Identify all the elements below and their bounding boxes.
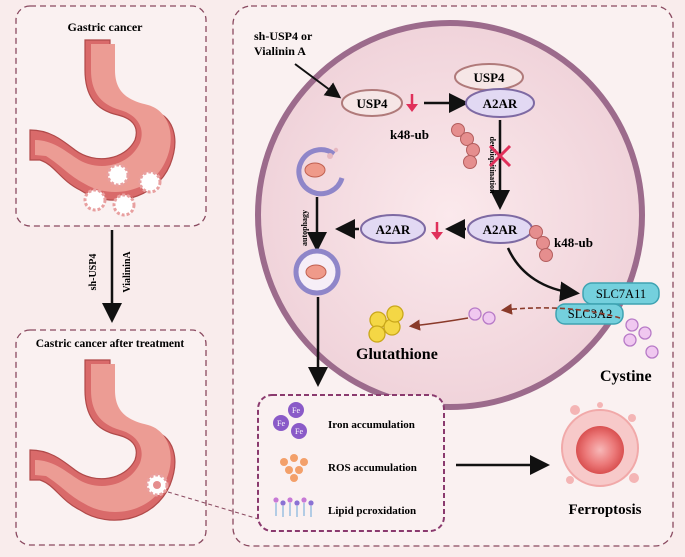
iron-icon: Fe Fe Fe bbox=[273, 402, 307, 439]
svg-text:Fe: Fe bbox=[292, 406, 300, 415]
ferroptotic-cell-icon bbox=[561, 402, 639, 487]
autophagy-label: autophagy bbox=[300, 210, 309, 246]
tumor-cell-icon bbox=[106, 163, 130, 187]
ferroptosis-label: Ferroptosis bbox=[568, 502, 641, 518]
decrease-arrow-icon bbox=[406, 94, 418, 112]
slc7a11-box bbox=[582, 282, 660, 305]
tumor-cell-icon bbox=[138, 170, 162, 194]
blocked-x-icon bbox=[488, 144, 512, 168]
a2ar-left-label: A2AR bbox=[376, 222, 411, 237]
a2ar-bound-oval bbox=[465, 88, 535, 118]
lipid-label: Lipid pcroxidation bbox=[328, 505, 416, 517]
k48-ub-chain-upper bbox=[451, 123, 480, 169]
k48-ub-chain-lower bbox=[529, 225, 553, 262]
ros-label: ROS accumulation bbox=[328, 462, 417, 474]
zoom-line bbox=[167, 491, 263, 521]
k48-lower-label: k48-ub bbox=[554, 235, 593, 250]
input-line2: Vialinin A bbox=[254, 44, 306, 58]
a2ar-bound-label: A2AR bbox=[483, 96, 518, 111]
glutathione-molecules bbox=[368, 305, 404, 343]
slc7a11-label: SLC7A11 bbox=[596, 287, 646, 301]
usp4-main-oval bbox=[341, 89, 403, 117]
usp4-bound-label: USP4 bbox=[473, 70, 505, 85]
cystine-import-path bbox=[500, 303, 621, 319]
treatment-label-2: VialininA bbox=[122, 251, 133, 293]
svg-text:Fe: Fe bbox=[277, 419, 285, 428]
a2ar-left-oval bbox=[360, 214, 426, 244]
cell-membrane bbox=[255, 20, 645, 410]
decrease-arrow-icon-2 bbox=[431, 222, 443, 240]
a2ar-to-transporter-arrow bbox=[506, 247, 580, 302]
tumor-cell-icon bbox=[112, 193, 136, 217]
glutathione-label: Glutathione bbox=[356, 346, 438, 363]
autophagosome-icon bbox=[293, 248, 341, 296]
svg-text:Fe: Fe bbox=[295, 427, 303, 436]
stomach-bottom-illustration bbox=[29, 359, 176, 521]
bottom-left-label: Castric cancer after treatment bbox=[36, 338, 185, 350]
a2ar-middle-label: A2AR bbox=[483, 222, 518, 237]
iron-label: Iron accumulation bbox=[328, 419, 415, 431]
treatment-label-1: sh-USP4 bbox=[88, 254, 99, 291]
lipid-icon bbox=[273, 497, 314, 517]
phagophore-icon bbox=[296, 147, 345, 197]
slc3a2-label: SLC3A2 bbox=[568, 307, 612, 321]
tumor-cell-icon bbox=[83, 188, 107, 212]
usp4-main-label: USP4 bbox=[356, 96, 388, 111]
internal-cystine bbox=[468, 307, 496, 325]
to-glutathione-arrow bbox=[408, 317, 469, 331]
top-left-label: Gastric cancer bbox=[68, 20, 144, 34]
k48-upper-label: k48-ub bbox=[390, 127, 429, 142]
cystine-molecules bbox=[623, 318, 659, 359]
input-line1: sh-USP4 or bbox=[254, 29, 313, 43]
cystine-label: Cystine bbox=[600, 368, 652, 385]
input-arrow bbox=[294, 63, 342, 99]
ros-icon bbox=[280, 454, 308, 482]
stomach-top-illustration bbox=[29, 39, 176, 217]
